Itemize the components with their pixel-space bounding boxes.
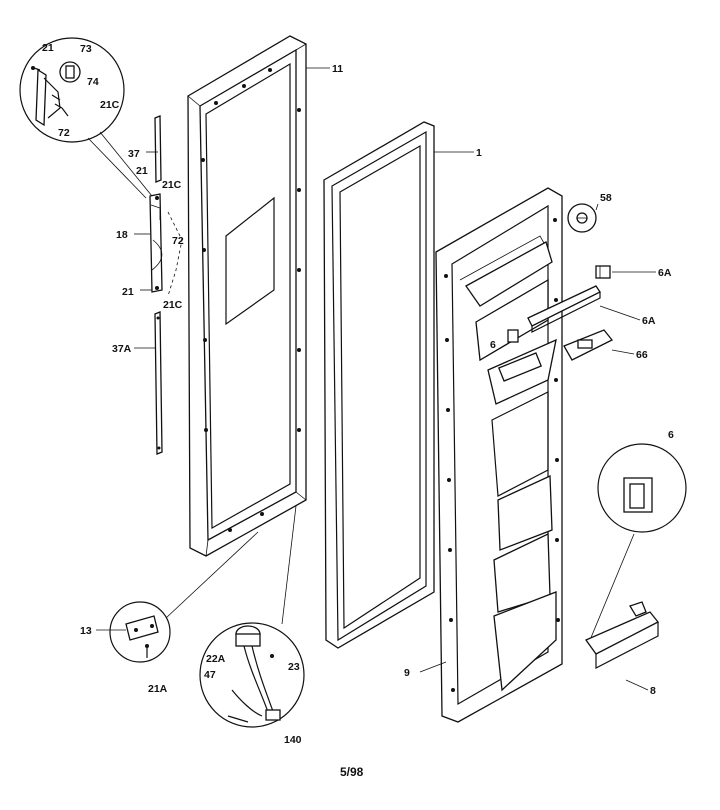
clip-6-mid	[507, 329, 519, 343]
label-13: 13	[80, 625, 92, 637]
label-21c-mid: 21C	[162, 179, 182, 191]
label-6-mid: 6	[490, 339, 496, 351]
label-37: 37	[128, 148, 140, 160]
label-6a-top: 6A	[658, 267, 672, 279]
label-6a-mid: 6A	[642, 315, 656, 327]
label-1: 1	[476, 147, 482, 159]
hinge-assembly	[149, 115, 183, 455]
label-37a: 37A	[112, 343, 132, 355]
label-74: 74	[87, 76, 99, 88]
light-socket-detail-callout	[199, 505, 305, 728]
label-22a: 22A	[206, 653, 226, 665]
label-66: 66	[636, 349, 648, 361]
label-47: 47	[204, 669, 216, 681]
shelf-rail-6a	[527, 285, 601, 333]
leader-lines	[96, 67, 656, 691]
door-outer-panel	[187, 35, 307, 557]
label-21c-top: 21C	[100, 99, 120, 111]
door-inner-liner	[435, 187, 563, 723]
label-72-top: 72	[58, 127, 70, 139]
hinge-detail-callout	[19, 37, 153, 199]
label-21-mid: 21	[136, 165, 148, 177]
label-58: 58	[600, 192, 612, 204]
footer-date-code: 5/98	[340, 765, 364, 779]
label-140: 140	[284, 734, 302, 746]
label-21-low: 21	[122, 286, 134, 298]
label-21a: 21A	[148, 683, 168, 695]
label-23: 23	[288, 661, 300, 673]
label-6-right: 6	[668, 429, 674, 441]
door-gasket	[323, 121, 435, 649]
label-9: 9	[404, 667, 410, 679]
label-21-top: 21	[42, 42, 54, 54]
label-21c-low: 21C	[163, 299, 183, 311]
label-11: 11	[332, 63, 343, 75]
bracket-detail-callout	[109, 531, 259, 663]
shelf-clip-detail-callout	[589, 443, 687, 641]
door-bin-8	[585, 601, 660, 669]
clip-6a-top	[595, 265, 611, 279]
screw-58	[567, 203, 597, 233]
callout-labels: 21 73 74 21C 72 11 37 21 21C 18 72 21 21…	[42, 42, 674, 779]
label-18: 18	[116, 229, 128, 241]
label-72-mid: 72	[172, 235, 184, 247]
label-8: 8	[650, 685, 656, 697]
label-73: 73	[80, 43, 92, 55]
bracket-66	[563, 329, 614, 361]
